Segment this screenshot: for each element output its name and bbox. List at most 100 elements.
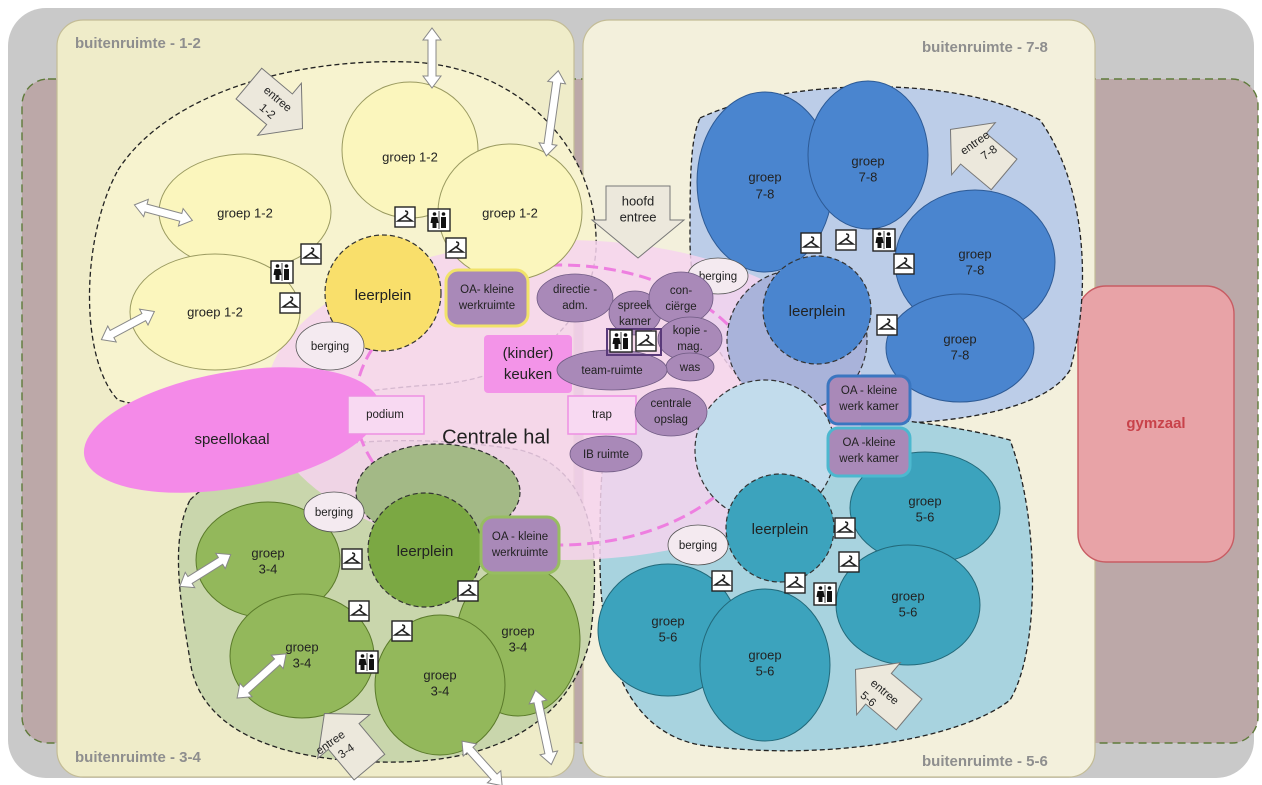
- room-group-5-6-b-line1: groep: [891, 588, 924, 603]
- storage-1-2-label: berging: [311, 341, 349, 353]
- room-group-3-4-d-line1: groep: [423, 667, 456, 682]
- coat-hanger-icon: [784, 572, 806, 594]
- kitchen-label-line1: (kinder): [503, 345, 554, 362]
- room-group-7-8-c-line2: 7-8: [966, 262, 985, 277]
- kitchen-label-line2: keuken: [504, 366, 552, 383]
- room-group-3-4-a-line1: groep: [251, 545, 284, 560]
- coat-hanger-icon: [835, 229, 857, 251]
- coat-hanger-icon: [876, 314, 898, 336]
- management-office: [536, 273, 614, 323]
- oa-workroom-1-line1: OA - kleine: [841, 385, 897, 397]
- room-group-5-6-c-line1: groep: [651, 613, 684, 628]
- coat-hanger-icon: [391, 620, 413, 642]
- room-group-7-8-c-line1: groep: [958, 246, 991, 261]
- stage-podium-label: podium: [366, 409, 404, 421]
- coat-hanger-icon: [834, 517, 856, 539]
- coat-hanger-icon: [838, 551, 860, 573]
- central-hall-label: Centrale hal: [442, 426, 550, 448]
- room-group-1-2-a-label: groep 1-2: [382, 149, 438, 164]
- toilet-cluster-central: [606, 328, 662, 356]
- oa-workroom-2-line2: werk kamer: [838, 453, 899, 465]
- room-group-5-6-a-line2: 5-6: [916, 509, 935, 524]
- room-group-7-8-d: [885, 293, 1035, 403]
- oa-workroom-1: [826, 374, 912, 426]
- room-group-3-4-d: [374, 614, 506, 756]
- consultation-room-line2: kamer: [619, 316, 651, 328]
- room-group-5-6-c-line2: 5-6: [659, 629, 678, 644]
- room-group-7-8-b-line1: groep: [851, 153, 884, 168]
- oa-workspace-1-2-label-line2: werkruimte: [458, 300, 515, 312]
- toilet-icon: [813, 582, 837, 606]
- learning-plaza-1-2: [324, 234, 442, 352]
- coat-hanger-icon: [394, 206, 416, 228]
- gym-hall: [1077, 285, 1235, 563]
- central-storage: [634, 387, 708, 437]
- room-group-5-6-d: [699, 588, 831, 742]
- stage-podium: [347, 395, 425, 435]
- storage-3-4: [303, 491, 365, 533]
- toilet-icon: [609, 329, 633, 353]
- double-arrow-icon: [133, 198, 194, 227]
- learning-plaza-3-4-label: leerplein: [397, 543, 454, 560]
- coat-hanger-icon: [800, 232, 822, 254]
- room-group-7-8-b-line2: 7-8: [859, 169, 878, 184]
- ib-room-label: IB ruimte: [583, 449, 629, 461]
- oa-workroom-1-line2: werk kamer: [838, 401, 899, 413]
- zone-label-outdoor-3-4: buitenruimte - 3-4: [75, 749, 202, 766]
- kitchen: [484, 335, 572, 393]
- coat-hanger-icon: [300, 243, 322, 265]
- oa-workspace-3-4: [479, 515, 561, 575]
- stairs-label: trap: [592, 409, 612, 421]
- learning-plaza-1-2-label: leerplein: [355, 287, 412, 304]
- learning-plaza-5-6-label: leerplein: [752, 521, 809, 538]
- double-arrow-icon: [179, 552, 232, 589]
- room-group-7-8-d-line2: 7-8: [951, 347, 970, 362]
- coat-hanger-icon: [348, 600, 370, 622]
- room-group-7-8-b: [807, 80, 929, 230]
- coat-hanger-icon: [341, 548, 363, 570]
- coat-hanger-icon: [711, 570, 733, 592]
- room-group-1-2-d-label: groep 1-2: [187, 304, 243, 319]
- double-arrow-icon: [528, 689, 559, 766]
- room-group-3-4-b-line2: 3-4: [293, 655, 312, 670]
- double-arrow-icon: [236, 653, 287, 699]
- toilet-icon: [270, 260, 294, 284]
- zone-label-outdoor-7-8: buitenruimte - 7-8: [922, 39, 1048, 56]
- caretaker-room-line1: con-: [670, 285, 693, 297]
- room-group-3-4-a-line2: 3-4: [259, 561, 278, 576]
- room-group-5-6-a-line1: groep: [908, 493, 941, 508]
- storage-7-8-label: berging: [699, 271, 737, 283]
- ib-room: [569, 435, 643, 473]
- laundry-room-label: was: [679, 362, 701, 374]
- storage-1-2: [295, 321, 365, 371]
- entrance-5-6: [854, 661, 923, 731]
- room-group-3-4-b-line1: groep: [285, 639, 318, 654]
- room-group-3-4-d-line2: 3-4: [431, 683, 450, 698]
- storage-5-6-label: berging: [679, 540, 717, 552]
- central-storage-line1: centrale: [651, 398, 692, 410]
- storage-3-4-label: berging: [315, 507, 353, 519]
- speellokaal-room: [83, 367, 381, 493]
- management-office-line2: adm.: [562, 300, 588, 312]
- stairs: [567, 395, 637, 435]
- toilet-icon: [872, 228, 896, 252]
- staff-room-label: team-ruimte: [581, 365, 642, 377]
- coat-hanger-icon: [445, 237, 467, 259]
- main-entrance-line2: entree: [620, 209, 657, 224]
- learning-plaza-5-6: [725, 473, 835, 583]
- gym-label: gymzaal: [1126, 415, 1185, 432]
- consultation-room-line1: spreek: [618, 300, 653, 312]
- oa-workroom-2-line1: OA -kleine: [842, 437, 895, 449]
- main-entrance-line1: hoofd: [622, 193, 655, 208]
- room-group-1-2-c-label: groep 1-2: [217, 205, 273, 220]
- room-group-3-4-c-line2: 3-4: [509, 639, 528, 654]
- speellokaal-label: speellokaal: [194, 431, 269, 448]
- copy-room-line1: kopie -: [673, 325, 708, 337]
- coat-hanger-icon: [279, 292, 301, 314]
- main-entrance: hoofd entree: [590, 185, 686, 259]
- oa-workspace-1-2-label-line1: OA- kleine: [460, 284, 514, 296]
- entrance-7-8: [949, 121, 1018, 191]
- room-group-1-2-b-label: groep 1-2: [482, 205, 538, 220]
- storage-5-6: [667, 524, 729, 566]
